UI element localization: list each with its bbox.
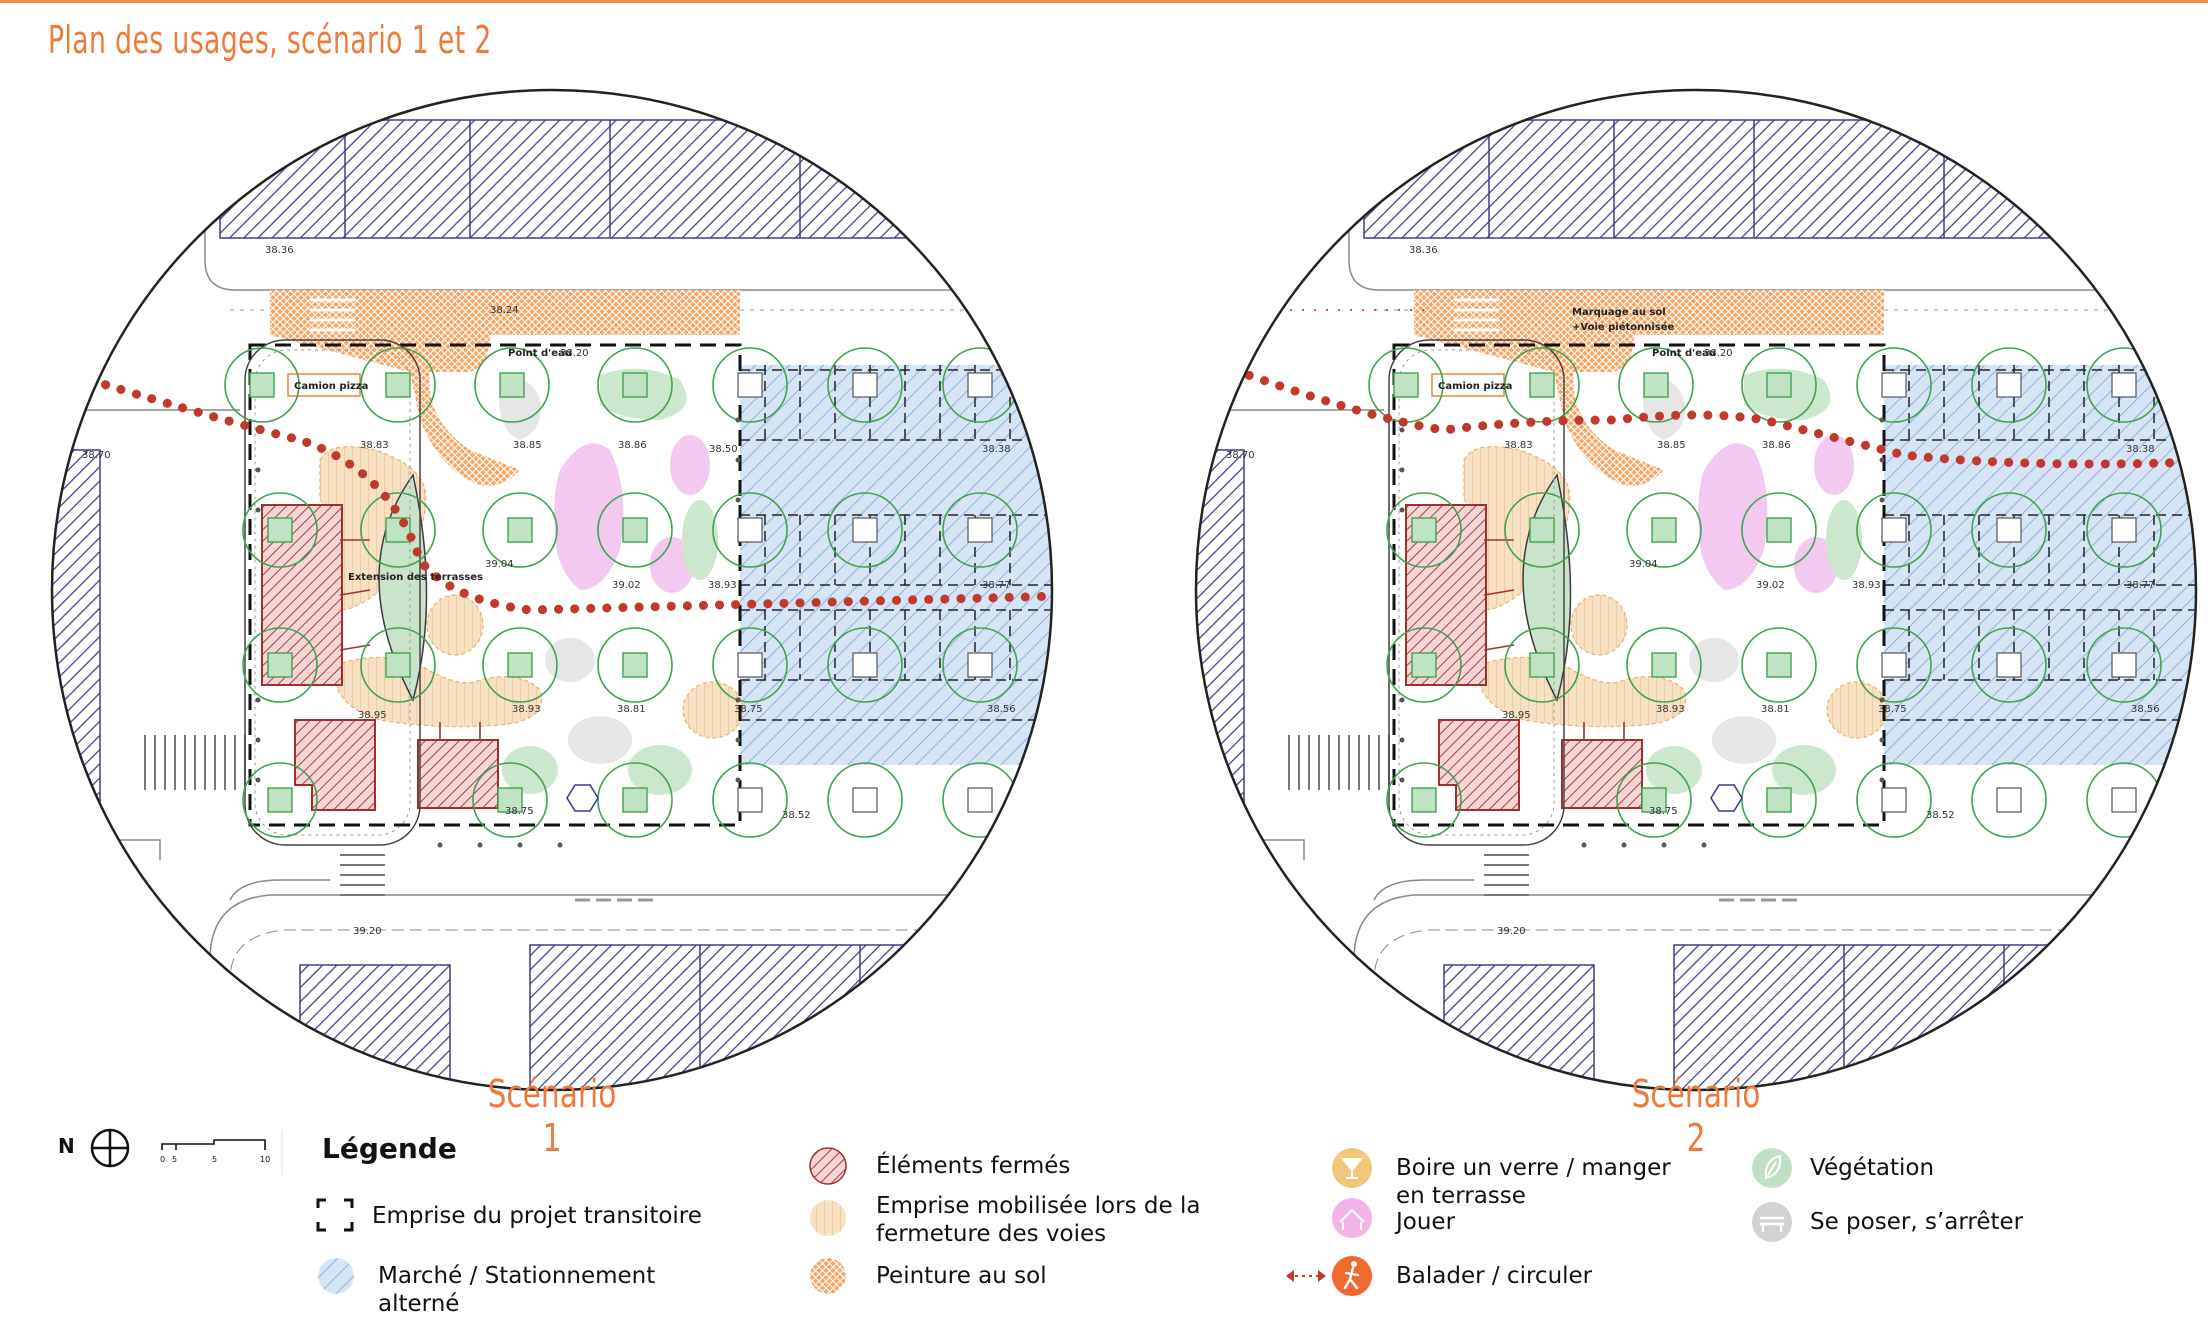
elev: 38.52 — [782, 810, 811, 821]
scale-bar: 0 5 5 10 — [160, 1139, 270, 1164]
elev: 38.86 — [1762, 440, 1791, 451]
label-marquage: Marquage au sol — [1572, 307, 1666, 318]
plan-scenario-2 — [1196, 90, 2196, 1090]
scenario-1-label: Scénario 1 — [487, 1072, 617, 1160]
elev: 38.81 — [617, 704, 646, 715]
elev: 38.52 — [1926, 810, 1955, 821]
scenario-2-label: Scénario 2 — [1631, 1072, 1761, 1160]
elev: 38.20 — [1704, 348, 1733, 359]
peinture-icon — [810, 1258, 846, 1294]
scale-tick: 5 — [212, 1155, 217, 1164]
legend-emprise: Emprise du projet transitoire — [372, 1203, 702, 1229]
elements-fermes-icon — [809, 1147, 847, 1185]
label-voie-pietonnisee: +Voie piétonnisée — [1572, 321, 1675, 333]
elev: 38.70 — [82, 450, 111, 461]
elev: 38.95 — [358, 710, 387, 721]
elev: 38.83 — [360, 440, 389, 451]
elev: 38.36 — [1409, 245, 1438, 256]
elev: 38.77 — [2126, 580, 2155, 591]
play-icon — [1332, 1198, 1372, 1238]
elev: 38.86 — [618, 440, 647, 451]
legend-peinture: Peinture au sol — [876, 1263, 1047, 1289]
elev: 39.02 — [1756, 580, 1785, 591]
legend-title: Légende — [322, 1132, 457, 1165]
elev: 38.75 — [1649, 806, 1678, 817]
elev: 38.38 — [982, 444, 1011, 455]
legend-elements-fermes: Éléments fermés — [876, 1153, 1071, 1179]
emprise-mobilisee-icon — [810, 1200, 846, 1236]
legend-vegetation: Végétation — [1810, 1155, 1935, 1181]
elev: 38.56 — [987, 704, 1016, 715]
elev: 38.93 — [512, 704, 541, 715]
elevation-labels-2: 38.36 38.20 38.70 38.83 38.85 38.86 38.3… — [1226, 245, 2160, 937]
elev: 38.81 — [1761, 704, 1790, 715]
legend-emprise-mobilisee: Emprise mobilisée lors de la fermeture d… — [876, 1193, 1201, 1247]
elev: 38.93 — [708, 580, 737, 591]
elev: 38.56 — [2131, 704, 2160, 715]
elev: 39.02 — [612, 580, 641, 591]
elev: 38.24 — [490, 305, 519, 316]
elev: 38.75 — [1878, 704, 1907, 715]
legend-jouer: Jouer — [1396, 1209, 1456, 1235]
top-divider — [0, 0, 2208, 3]
walk-icon — [1286, 1256, 1372, 1296]
elev: 38.85 — [1657, 440, 1686, 451]
elev: 39.04 — [485, 559, 514, 570]
elev: 38.38 — [2126, 444, 2155, 455]
elev: 38.75 — [734, 704, 763, 715]
elev: 38.77 — [982, 580, 1011, 591]
legend-marche: Marché / Stationnement alterné — [378, 1263, 656, 1317]
elev: 39.04 — [1629, 559, 1658, 570]
emprise-icon — [316, 1198, 354, 1232]
elev: 38.93 — [1656, 704, 1685, 715]
glass-icon — [1332, 1148, 1372, 1188]
scale-tick: 10 — [260, 1155, 270, 1164]
elevation-labels: 38.36 38.24 38.20 38.70 38.83 38.85 38.8… — [82, 245, 1016, 937]
scenario-1-circle — [50, 88, 1054, 1092]
marche-icon — [318, 1258, 354, 1294]
label-extension-terrasses: Extension des terrasses — [348, 572, 483, 583]
leaf-icon — [1752, 1148, 1792, 1188]
elev: 38.20 — [560, 348, 589, 359]
label-camion-pizza-1: Camion pizza — [294, 381, 368, 392]
label-point-eau-2: Point d'eau — [1652, 348, 1716, 359]
page-title: Plan des usages, scénario 1 et 2 — [48, 18, 492, 62]
elev: 38.93 — [1852, 580, 1881, 591]
elev: 38.83 — [1504, 440, 1533, 451]
legend-poser: Se poser, s’arrêter — [1810, 1209, 2024, 1235]
legend-boire: Boire un verre / manger en terrasse — [1396, 1155, 1671, 1209]
elev: 39.20 — [1497, 926, 1526, 937]
plan-scenario-1 — [52, 90, 1052, 1090]
elev: 38.75 — [505, 806, 534, 817]
elev: 39.20 — [353, 926, 382, 937]
elev: 38.36 — [265, 245, 294, 256]
bench-icon — [1752, 1202, 1792, 1242]
legend-balader: Balader / circuler — [1396, 1263, 1593, 1289]
north-label: N — [58, 1134, 75, 1158]
elev: 38.50 — [709, 444, 738, 455]
scenario-2-circle — [1194, 88, 2198, 1092]
scale-tick: 5 — [172, 1155, 177, 1164]
scale-tick: 0 — [160, 1155, 165, 1164]
elev: 38.95 — [1502, 710, 1531, 721]
elev: 38.85 — [513, 440, 542, 451]
label-point-eau-1: Point d'eau — [508, 348, 572, 359]
elev: 38.70 — [1226, 450, 1255, 461]
label-camion-pizza-2: Camion pizza — [1438, 381, 1512, 392]
north-arrow-icon — [90, 1128, 130, 1168]
